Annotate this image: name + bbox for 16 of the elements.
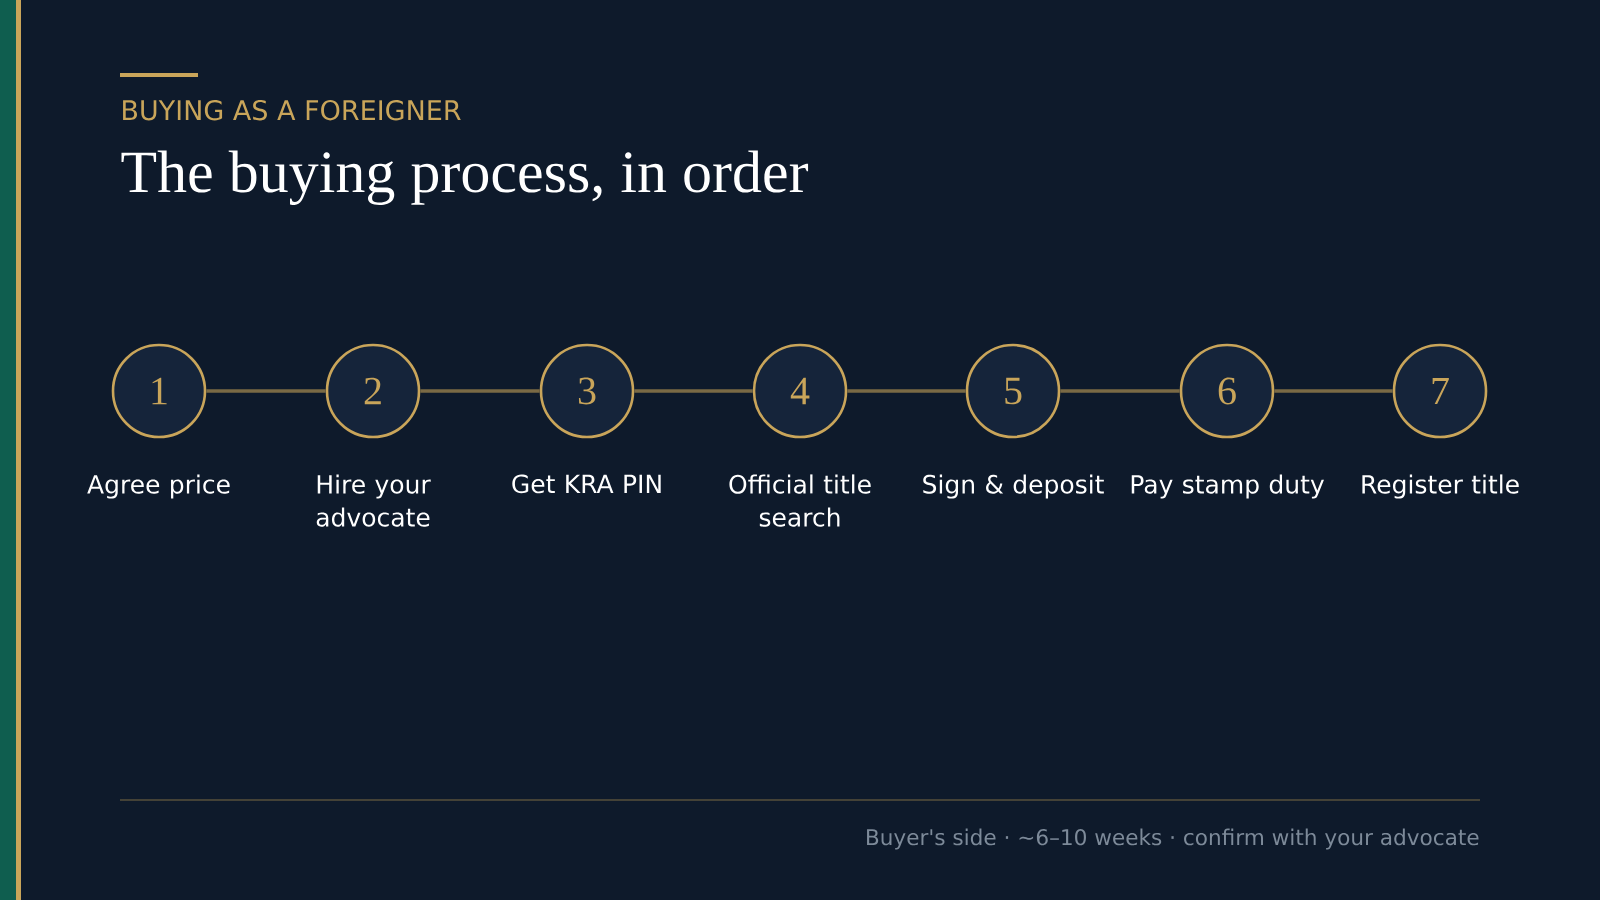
kicker: BUYING AS A FOREIGNER xyxy=(123,99,461,121)
connector-line xyxy=(420,389,540,393)
step-label: Register title xyxy=(1362,474,1519,499)
connector-line xyxy=(1060,389,1180,393)
connector-line xyxy=(634,389,753,393)
step-label: Agree price xyxy=(87,474,230,499)
step-label: Pay stamp duty xyxy=(1131,474,1324,499)
step-label: Hire your advocate xyxy=(316,474,431,527)
title: The buying process, in order xyxy=(121,150,809,205)
connector-line xyxy=(206,389,326,393)
step-label: Official title search xyxy=(729,474,871,527)
step-label: Sign & deposit xyxy=(923,474,1104,499)
footnote: Buyer's side · ~6–10 weeks · confirm with your advocate xyxy=(867,828,1479,850)
connector-line xyxy=(1274,389,1393,393)
step-label: Get KRA PIN xyxy=(512,474,661,494)
connector-line xyxy=(847,389,966,393)
